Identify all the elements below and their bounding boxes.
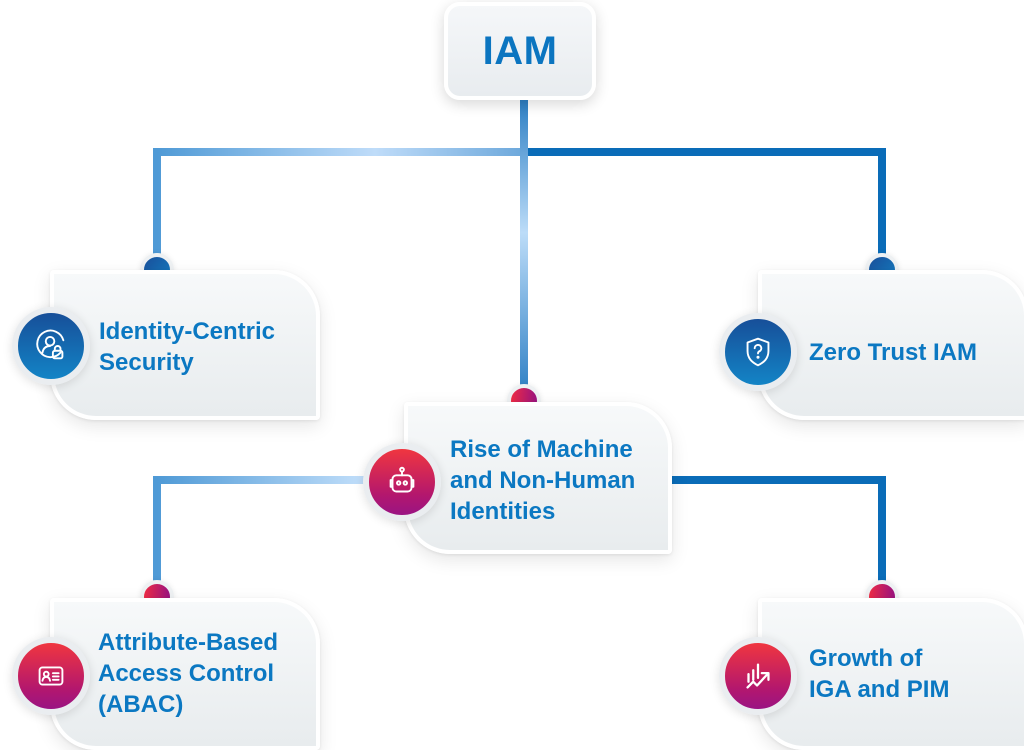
node-badge (363, 443, 441, 521)
node-label: Growth of IGA and PIM (809, 645, 950, 703)
node-label: Zero Trust IAM (809, 339, 978, 366)
node-badge (12, 307, 90, 385)
node-badge (719, 313, 797, 391)
root-label: IAM (482, 28, 558, 73)
edge-iam-zero-trust (524, 148, 886, 262)
node-label: Identity-Centric Security (99, 318, 276, 376)
node-abac (50, 598, 320, 750)
edge-iam-identity-centric (153, 148, 524, 262)
node-label: Attribute-Based Access Control (ABAC) (98, 629, 279, 718)
robot-icon (389, 466, 415, 493)
node-label: Rise of Machine and Non-Human Identities (450, 436, 636, 525)
id-card-icon (38, 666, 64, 686)
node-machine-identities (404, 402, 672, 554)
root-node-iam: IAM (444, 2, 596, 100)
user-lock-icon (36, 329, 65, 360)
node-badge (12, 637, 90, 715)
node-badge (719, 637, 797, 715)
node-iga-pim (758, 598, 1024, 750)
chart-growth-icon (746, 663, 770, 689)
shield-question-icon (746, 337, 770, 367)
edge-machine-iga-pim (670, 476, 886, 588)
edge-machine-abac (153, 476, 372, 588)
